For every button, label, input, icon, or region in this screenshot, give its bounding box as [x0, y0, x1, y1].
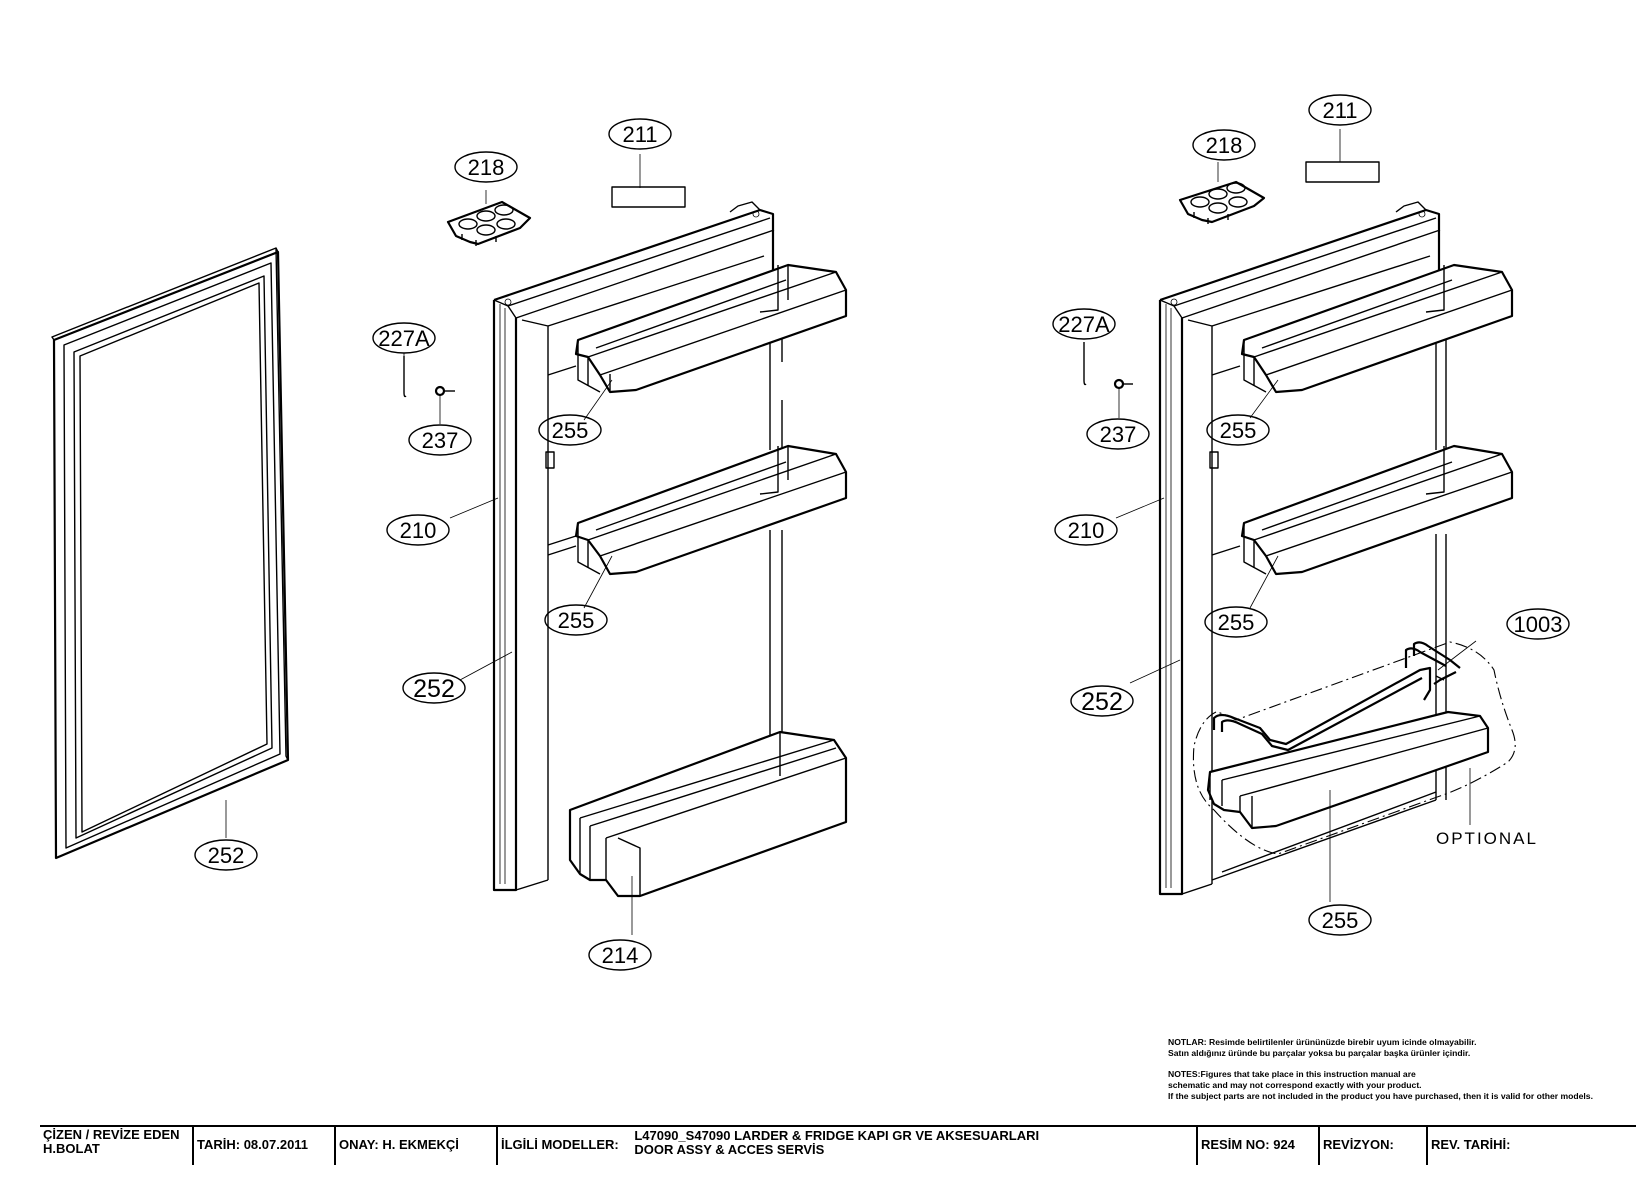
drawn-by-label: ÇİZEN / REVİZE EDEN — [43, 1127, 180, 1142]
part-label: 255 — [552, 418, 589, 443]
models-line1: L47090_S47090 LARDER & FRIDGE KAPI GR VE… — [634, 1128, 1040, 1143]
part-label: 252 — [1081, 688, 1123, 716]
models-cell: İLGİLİ MODELLER: L47090_S47090 LARDER & … — [496, 1127, 1196, 1165]
left-door-assembly — [492, 201, 848, 898]
part-labels: 218 211 227A 237 255 210 255 252 252 214… — [194, 94, 1570, 971]
part-label: 252 — [208, 843, 245, 868]
pin-227a-right — [1083, 342, 1087, 386]
note-en-line3: If the subject parts are not included in… — [1168, 1091, 1593, 1101]
part-label: 227A — [378, 326, 430, 351]
screw-237-right — [1113, 378, 1133, 390]
note-tr-line1: NOTLAR: Resimde belirtilenler ürününüzde… — [1168, 1037, 1477, 1047]
part-label: 255 — [1220, 418, 1257, 443]
part-label: 211 — [1322, 98, 1357, 123]
note-en-line1: NOTES:Figures that take place in this in… — [1168, 1069, 1416, 1079]
note-tr-line2: Satın aldığınız üründe bu parçalar yoksa… — [1168, 1048, 1471, 1058]
part-label: 210 — [400, 518, 437, 543]
part-label: 237 — [1100, 422, 1137, 447]
part-label: 227A — [1058, 312, 1110, 337]
drawn-by-name: H.BOLAT — [43, 1141, 100, 1156]
label-plate-left — [611, 186, 686, 208]
egg-tray-right — [1178, 180, 1266, 224]
part-label: 255 — [1322, 908, 1359, 933]
revision-cell: REVİZYON: — [1318, 1127, 1426, 1165]
leader-lines-right — [1115, 129, 1477, 902]
right-door-assembly — [1158, 201, 1516, 896]
part-label: 218 — [1206, 133, 1243, 158]
drawing-no-cell: RESİM NO: 924 — [1196, 1127, 1318, 1165]
drawing-no-text: RESİM NO: 924 — [1201, 1137, 1295, 1152]
door-gasket — [51, 247, 290, 860]
part-label: 255 — [1218, 610, 1255, 635]
part-label: 214 — [602, 943, 639, 968]
part-label: 211 — [622, 122, 657, 147]
approval-text: ONAY: H. EKMEKÇİ — [339, 1137, 459, 1152]
drawn-by-cell: ÇİZEN / REVİZE EDEN H.BOLAT — [40, 1127, 192, 1165]
models-line2: DOOR ASSY & ACCES SERVİS — [634, 1142, 825, 1157]
part-label: 210 — [1068, 518, 1105, 543]
screw-237-left — [434, 385, 455, 397]
approval-cell: ONAY: H. EKMEKÇİ — [334, 1127, 496, 1165]
part-label: 237 — [422, 428, 459, 453]
revision-text: REVİZYON: — [1323, 1137, 1394, 1152]
revision-date-cell: REV. TARİHİ: — [1426, 1127, 1636, 1165]
date-cell: TARİH: 08.07.2011 — [192, 1127, 334, 1165]
optional-label: OPTIONAL — [1436, 829, 1538, 848]
egg-tray-left — [446, 200, 532, 246]
notes-block: NOTLAR: Resimde belirtilenler ürününüzde… — [1168, 1037, 1593, 1102]
part-label: 255 — [558, 608, 595, 633]
pin-227a-left — [403, 356, 407, 398]
date-text: TARİH: 08.07.2011 — [197, 1137, 309, 1152]
note-en-line2: schematic and may not correspond exactly… — [1168, 1080, 1422, 1090]
part-label: 218 — [468, 155, 505, 180]
leader-lines-left — [225, 154, 641, 935]
revision-date-text: REV. TARİHİ: — [1431, 1137, 1511, 1152]
label-plate-right — [1305, 161, 1380, 183]
title-block: ÇİZEN / REVİZE EDEN H.BOLAT TARİH: 08.07… — [40, 1125, 1636, 1165]
models-label: İLGİLİ MODELLER: — [501, 1137, 619, 1152]
part-label: 1003 — [1514, 612, 1563, 637]
part-label: 252 — [413, 675, 455, 703]
